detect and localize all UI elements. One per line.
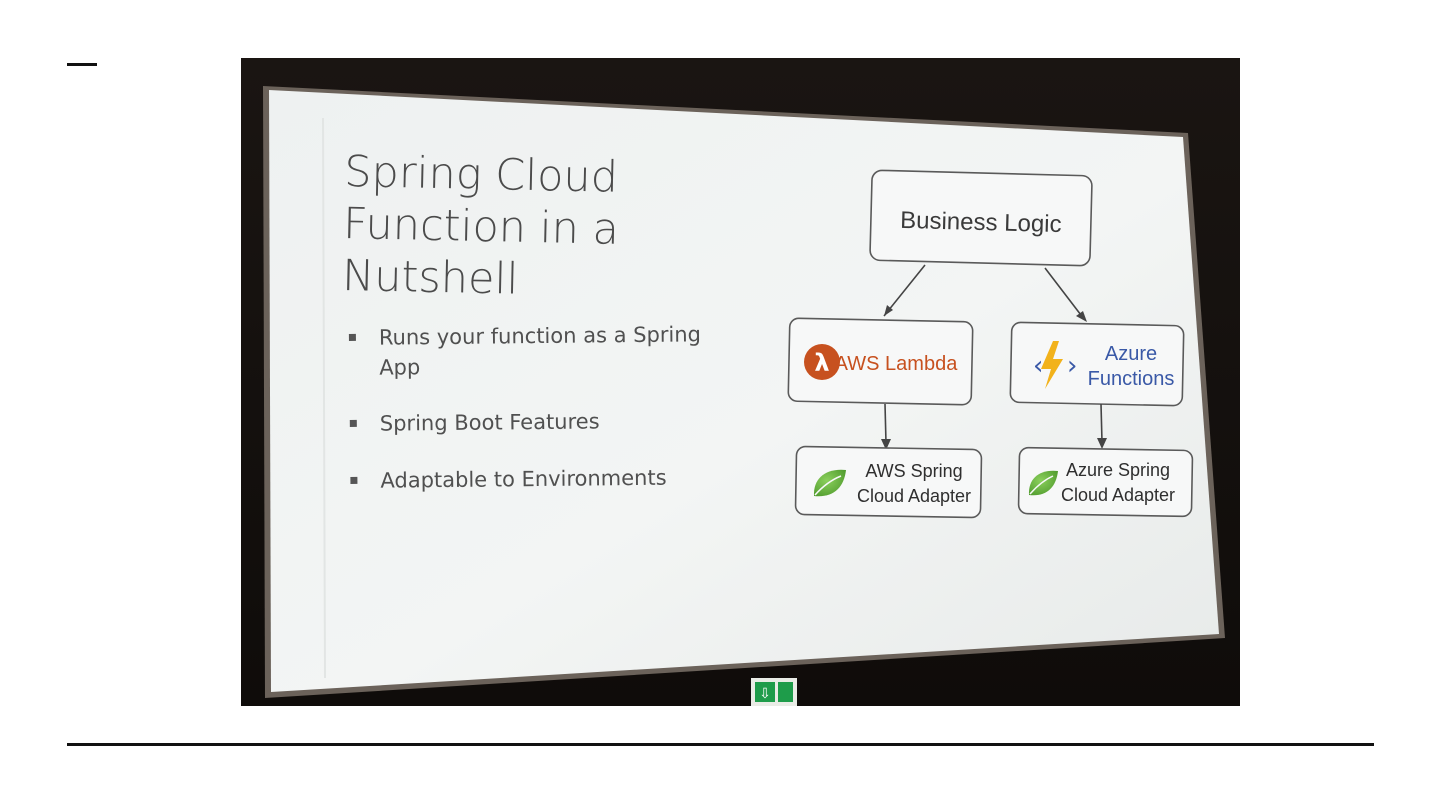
bullet-2: Spring Boot Features — [380, 409, 600, 435]
bullet-marker — [349, 334, 356, 341]
bullet-marker — [350, 477, 357, 484]
aws-adapter-label-2: Cloud Adapter — [857, 486, 971, 506]
azure-functions-label-1: Azure — [1105, 343, 1157, 365]
azure-adapter-label-2: Cloud Adapter — [1061, 485, 1175, 505]
title-line-2: Function in a — [343, 199, 620, 255]
bullet-1-line-1: Runs your function as a Spring — [379, 322, 701, 349]
azure-adapter-label-1: Azure Spring — [1066, 460, 1170, 480]
bullet-1-line-2: App — [379, 355, 420, 379]
title-line-3: Nutshell — [342, 251, 519, 305]
bottom-rule — [67, 743, 1374, 746]
svg-text:›: › — [1067, 351, 1077, 381]
conference-photo: Spring Cloud Function in a Nutshell Runs… — [241, 58, 1240, 706]
business-logic-label: Business Logic — [900, 207, 1062, 238]
projection-screen: Spring Cloud Function in a Nutshell Runs… — [241, 58, 1240, 706]
title-line-1: Spring Cloud — [344, 147, 619, 203]
aws-lambda-label: AWS Lambda — [835, 353, 959, 375]
bullet-3: Adaptable to Environments — [380, 466, 666, 493]
svg-text:‹: ‹ — [1033, 351, 1043, 381]
azure-functions-label-2: Functions — [1088, 368, 1175, 390]
svg-text:⇩: ⇩ — [759, 686, 771, 702]
bullet-marker — [350, 420, 357, 427]
top-dash — [67, 63, 97, 66]
aws-adapter-label-1: AWS Spring — [865, 461, 962, 481]
svg-text:λ: λ — [814, 349, 829, 377]
exit-sign-icon: ⇩ — [751, 678, 797, 706]
